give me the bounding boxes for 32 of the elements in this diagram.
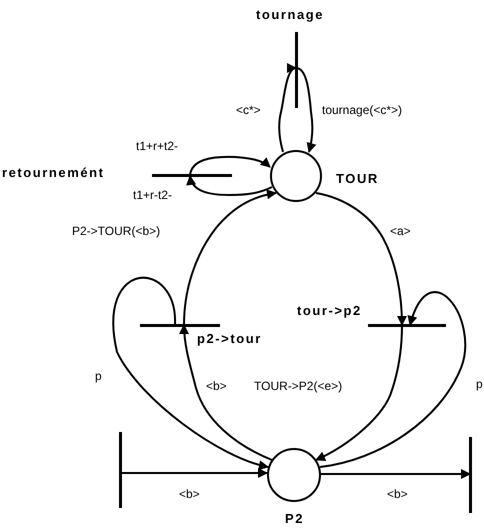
transition-bar [468, 437, 472, 513]
edge-label: <c*> [236, 104, 261, 116]
edge-label: tournage(<c*>) [322, 104, 402, 116]
arc-arrow [320, 291, 466, 468]
arc-arrow [183, 190, 277, 326]
node-label: tour->p2 [297, 304, 362, 317]
edge-label: <b> [179, 488, 200, 500]
arc-arrow [296, 67, 316, 153]
arc-arrow [179, 324, 272, 461]
edge-label: P2->TOUR(<b>) [72, 225, 160, 237]
node-label: retournemént [2, 166, 105, 179]
transition-bar [118, 432, 122, 508]
node-label: tournage [256, 8, 324, 21]
edge-label: t1+r+t2- [136, 140, 178, 152]
edge-label: <b> [206, 380, 227, 392]
arc-arrow [315, 324, 403, 461]
arc-arrow [187, 175, 272, 196]
edge-label: p [95, 370, 102, 382]
edge-label: t1+r-t2- [133, 189, 172, 201]
arc-arrow [189, 156, 271, 176]
arc-arrow [120, 468, 268, 478]
edge-label: <b> [387, 488, 408, 500]
node-label: P2 [285, 512, 304, 525]
edge-label: p [476, 378, 483, 390]
node-label: TOUR [336, 172, 379, 185]
arc-arrow [112, 277, 269, 470]
edge-label: <a> [390, 225, 411, 237]
arc-arrow [321, 469, 471, 479]
node-label: p2->tour [197, 332, 262, 345]
arc-arrow [316, 192, 407, 326]
arc-arrow [278, 66, 297, 152]
edge-label: TOUR->P2(<e>) [254, 380, 342, 392]
